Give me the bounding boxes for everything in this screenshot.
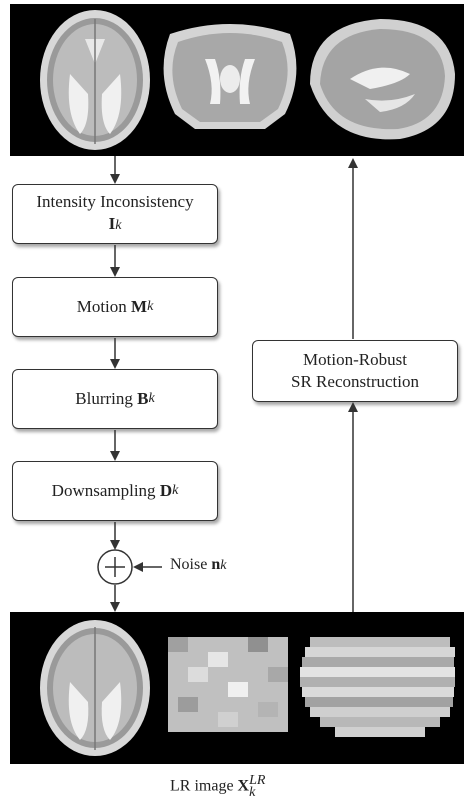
coronal-slice-image (163, 24, 297, 129)
brain-mri-icon (40, 10, 455, 150)
lr-caption-sub: k (249, 785, 256, 800)
blurring-var: B (137, 389, 149, 408)
intensity-var: I (108, 214, 116, 233)
lr-coronal-slice-image (168, 637, 288, 732)
intensity-inconsistency-box: Intensity Inconsistency Ik (12, 184, 218, 244)
lr-axial-slice-image (40, 620, 150, 756)
high-res-image-panel (10, 4, 464, 156)
blurring-sub: k (148, 391, 155, 406)
motion-var: M (131, 297, 148, 316)
sagittal-slice-image (310, 19, 455, 140)
sum-node (97, 549, 133, 585)
motion-label: Motion (76, 297, 127, 316)
intensity-variable: Ik (109, 213, 122, 237)
axial-slice-image (40, 10, 150, 150)
reconstruction-line1: Motion-Robust (303, 350, 407, 369)
motion-sub: k (147, 299, 154, 314)
lr-caption-sup: LR (249, 773, 266, 788)
reconstruction-line2: SR Reconstruction (291, 372, 419, 391)
brain-mri-lowres-icon (40, 620, 455, 756)
noise-sub: k (220, 558, 227, 573)
lr-caption-var: X (237, 777, 250, 795)
noise-label: Noise nk (170, 556, 226, 574)
noise-text: Noise (170, 556, 208, 573)
intensity-sub: k (115, 218, 122, 233)
blurring-label: Blurring (75, 389, 133, 408)
sr-reconstruction-box: Motion-Robust SR Reconstruction (252, 340, 458, 402)
lr-caption-text: LR image (170, 777, 234, 795)
noise-var: n (211, 556, 221, 573)
downsampling-sub: k (172, 483, 179, 498)
downsampling-var: D (159, 481, 173, 500)
low-res-image-panel (10, 612, 464, 764)
downsampling-label: Downsampling (51, 481, 156, 500)
intensity-label: Intensity Inconsistency (36, 192, 194, 211)
lr-sagittal-slice-image (300, 637, 455, 737)
